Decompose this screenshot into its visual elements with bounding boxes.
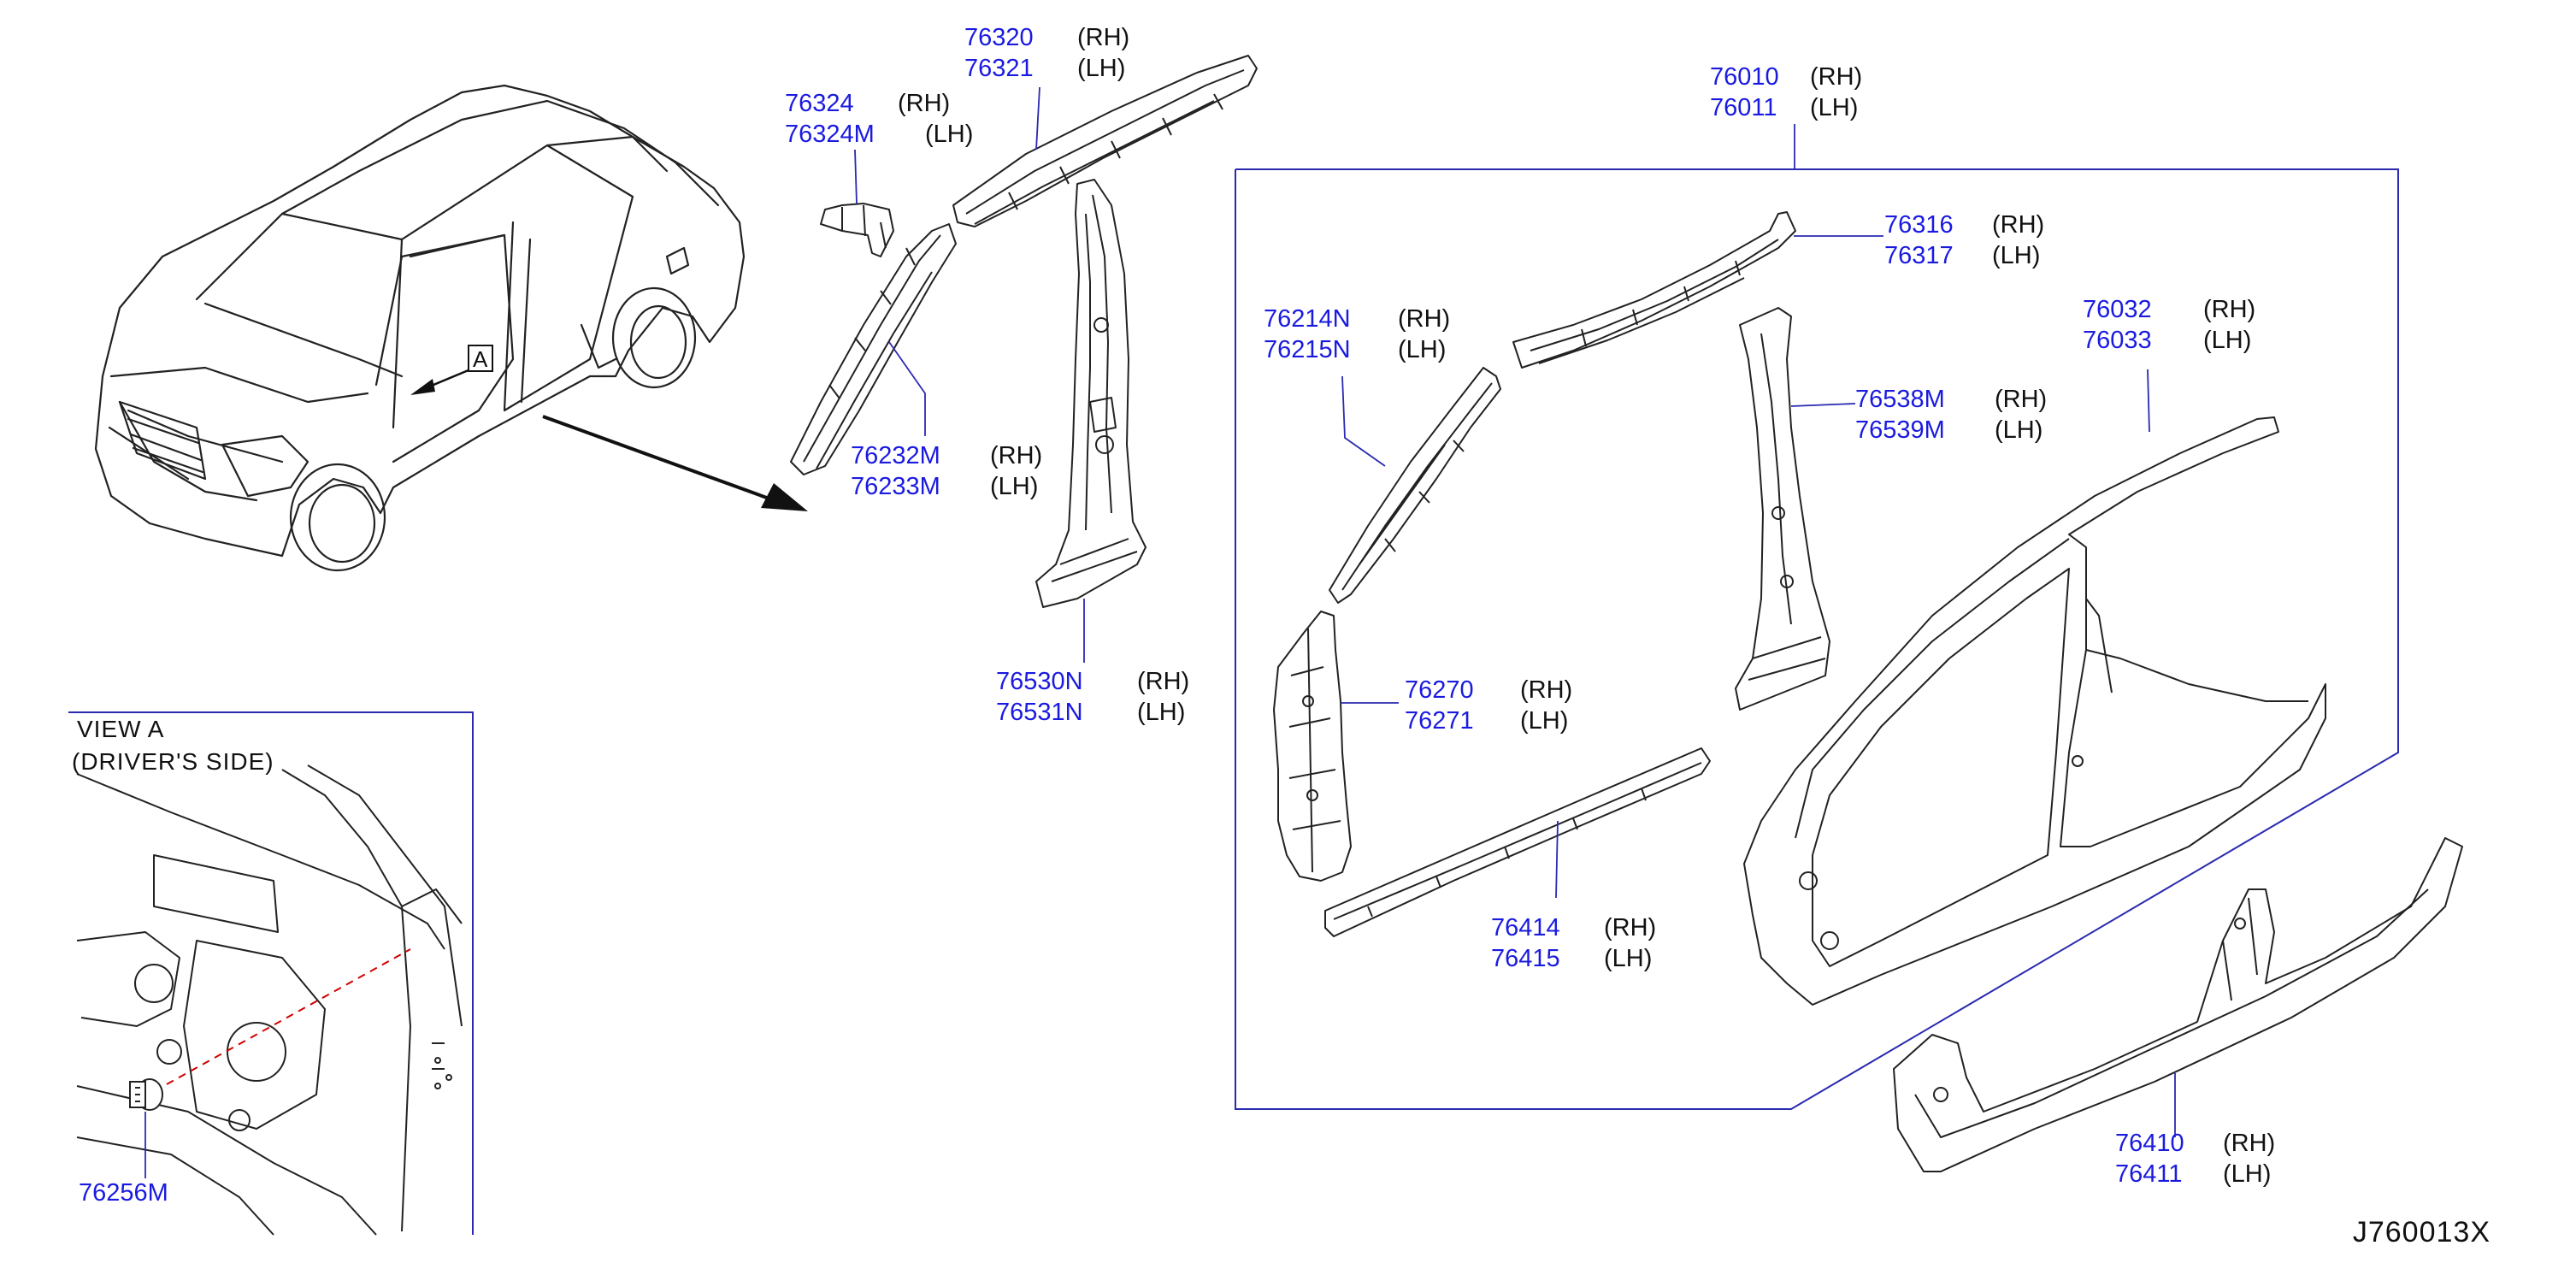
callout-side-rh: (RH) <box>2203 296 2256 323</box>
callout-part-76539m[interactable]: 76539M <box>1855 416 1945 444</box>
callout-side-rh: (RH) <box>1995 386 2048 413</box>
callout-side-rh: (RH) <box>1398 305 1451 333</box>
callout-side-lh: (LH) <box>2223 1160 2272 1188</box>
part-76232m-front-pillar[interactable] <box>790 223 957 475</box>
callout-side-lh: (LH) <box>1995 416 2043 444</box>
callout-part-76415[interactable]: 76415 <box>1491 945 1560 972</box>
callout-part-76214n[interactable]: 76214N <box>1264 305 1351 333</box>
part-76316-roof-rail-inner[interactable] <box>1512 211 1796 369</box>
explode-arrow <box>542 415 808 511</box>
part-76214n-front-pillar-inner[interactable] <box>1329 367 1501 604</box>
callout-part-76270[interactable]: 76270 <box>1405 676 1474 704</box>
part-76032-side-body-outer[interactable] <box>1743 416 2326 1006</box>
view-subtitle: (DRIVER'S SIDE) <box>72 748 274 775</box>
callout-part-76324[interactable]: 76324 <box>785 90 854 117</box>
part-76530n-center-pillar[interactable] <box>1035 179 1147 608</box>
callout-side-rh: (RH) <box>898 90 951 117</box>
callout-part-76316[interactable]: 76316 <box>1884 211 1954 239</box>
callout-part-76233m[interactable]: 76233M <box>851 473 940 500</box>
callout-part-76530n[interactable]: 76530N <box>996 668 1083 695</box>
callout-side-lh: (LH) <box>1137 699 1186 726</box>
part-76414-sill-inner[interactable] <box>1324 747 1711 937</box>
callout-part-76010[interactable]: 76010 <box>1710 63 1779 91</box>
car-overview-illustration <box>94 84 746 572</box>
view-a-detail-box <box>68 711 474 1236</box>
part-76270-hinge-pillar[interactable] <box>1273 611 1352 882</box>
view-a-pointer: A <box>410 345 493 395</box>
callout-part-76414[interactable]: 76414 <box>1491 914 1560 941</box>
callout-part-76032[interactable]: 76032 <box>2083 296 2152 323</box>
callout-part-76538m[interactable]: 76538M <box>1855 386 1945 413</box>
callout-part-76215n[interactable]: 76215N <box>1264 336 1351 363</box>
callout-part-76411[interactable]: 76411 <box>2115 1160 2183 1188</box>
callout-side-rh: (RH) <box>2223 1130 2276 1157</box>
callout-part-76320[interactable]: 76320 <box>964 24 1034 51</box>
callout-part-76324m[interactable]: 76324M <box>785 121 875 148</box>
callout-side-rh: (RH) <box>1520 676 1573 704</box>
part-76320-roof-rail[interactable] <box>952 55 1258 227</box>
callout-part-76271[interactable]: 76271 <box>1405 707 1474 735</box>
view-marker-label: A <box>473 346 488 372</box>
callout-part-76033[interactable]: 76033 <box>2083 327 2152 354</box>
part-76256m-clip[interactable] <box>129 1078 163 1111</box>
callout-side-lh: (LH) <box>1992 242 2041 269</box>
callout-part-76321[interactable]: 76321 <box>964 55 1034 82</box>
callout-part-76531n[interactable]: 76531N <box>996 699 1083 726</box>
callout-side-rh: (RH) <box>990 442 1043 469</box>
callout-side-lh: (LH) <box>1077 55 1126 82</box>
callout-side-rh: (RH) <box>1604 914 1657 941</box>
callout-side-lh: (LH) <box>1604 945 1653 972</box>
callout-part-76410[interactable]: 76410 <box>2115 1130 2184 1157</box>
callout-part-76317[interactable]: 76317 <box>1884 242 1954 269</box>
callout-part-76232m[interactable]: 76232M <box>851 442 940 469</box>
callout-side-rh: (RH) <box>1077 24 1130 51</box>
callout-side-lh: (LH) <box>1398 336 1447 363</box>
callout-side-lh: (LH) <box>1520 707 1569 735</box>
side-body-assembly-box <box>1235 168 2399 1110</box>
diagram-code: J760013X <box>2352 1216 2491 1248</box>
leader-lines <box>144 86 2176 1178</box>
part-76410-sill-outer[interactable] <box>1893 837 2463 1172</box>
callout-side-rh: (RH) <box>1137 668 1190 695</box>
callout-side-rh: (RH) <box>1810 63 1863 91</box>
callout-side-lh: (LH) <box>2203 327 2252 354</box>
part-76538m-center-pillar-inner[interactable] <box>1735 307 1830 711</box>
section-line <box>166 948 411 1085</box>
callout-part-76011[interactable]: 76011 <box>1710 94 1777 121</box>
callout-part-76256m[interactable]: 76256M <box>79 1179 168 1207</box>
callout-side-lh: (LH) <box>1810 94 1859 121</box>
callout-side-rh: (RH) <box>1992 211 2045 239</box>
view-title: VIEW A <box>77 716 165 742</box>
part-76324-bracket[interactable] <box>820 203 894 257</box>
callout-side-lh: (LH) <box>925 121 974 148</box>
callout-side-lh: (LH) <box>990 473 1039 500</box>
